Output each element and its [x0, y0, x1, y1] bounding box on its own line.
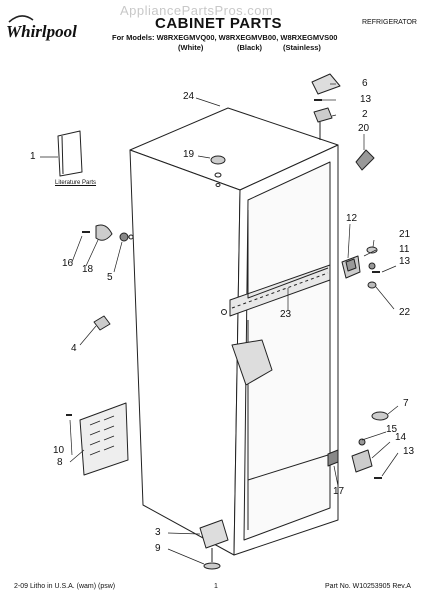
watermark: AppliancePartsPros.com [120, 3, 274, 18]
center-rail [229, 264, 331, 317]
brand-logo: Whirlpool [6, 22, 77, 41]
callout-11: 11 [399, 244, 410, 255]
top-hole [214, 172, 222, 178]
callout-8: 8 [57, 457, 63, 468]
roller-assembly [199, 519, 229, 549]
leveling-leg [203, 562, 221, 570]
callout-23: 23 [280, 309, 292, 320]
callout-9: 9 [155, 543, 161, 554]
footer-print-info: 2-09 Litho in U.S.A. (wam) (psw) [14, 583, 116, 590]
variant-black: (Black) [237, 43, 263, 52]
category-label: REFRIGERATOR [362, 19, 417, 26]
callout-19: 19 [183, 149, 195, 160]
leveler [371, 411, 389, 421]
callout-4: 4 [71, 343, 77, 354]
door-stop [95, 224, 113, 241]
bracket [93, 315, 111, 331]
callout-15: 15 [386, 424, 398, 435]
callout-16: 16 [62, 258, 74, 269]
hinge-shim [327, 449, 339, 467]
callout-21: 21 [399, 229, 411, 240]
footer-part-number: Part No. W10253905 Rev.A [325, 583, 411, 590]
callout-22: 22 [399, 307, 411, 318]
lower-hinge [351, 449, 373, 473]
callout-6: 6 [362, 78, 368, 89]
callout-7: 7 [403, 398, 409, 409]
page-title: CABINET PARTS [155, 15, 283, 32]
variant-white: (White) [178, 43, 204, 52]
callout-13-bottom: 13 [403, 446, 415, 457]
brand-logo-swirl [8, 15, 34, 23]
callout-12: 12 [346, 213, 358, 224]
models-line: For Models: W8RXEGMVQ00, W8RXEGMVB00, W8… [112, 33, 338, 42]
callout-17: 17 [333, 486, 345, 497]
callout-18: 18 [82, 264, 94, 275]
crisper-hump [231, 339, 273, 386]
callout-24: 24 [183, 91, 195, 102]
callout-1: 1 [30, 151, 36, 162]
literature-parts-label: Literature Parts [55, 180, 97, 186]
top-hinge [313, 107, 333, 123]
callout-2: 2 [362, 109, 368, 120]
machine-cover [79, 402, 129, 476]
callout-3: 3 [155, 527, 161, 538]
literature-booklet [57, 130, 83, 177]
cabinet-opening [243, 161, 331, 541]
bearing [119, 232, 129, 242]
footer-page-number: 1 [214, 583, 218, 590]
cabinet-left-side [129, 149, 241, 556]
callout-13-middle: 13 [399, 256, 411, 267]
callout-10: 10 [53, 445, 65, 456]
callout-14: 14 [395, 432, 407, 443]
callout-20: 20 [358, 123, 370, 134]
hinge-pin-cover [355, 149, 375, 171]
variant-stainless: (Stainless) [283, 43, 321, 52]
callout-13-top: 13 [360, 94, 372, 105]
top-plug [210, 155, 226, 165]
callout-5: 5 [107, 272, 113, 283]
hinge-cover [311, 73, 341, 95]
